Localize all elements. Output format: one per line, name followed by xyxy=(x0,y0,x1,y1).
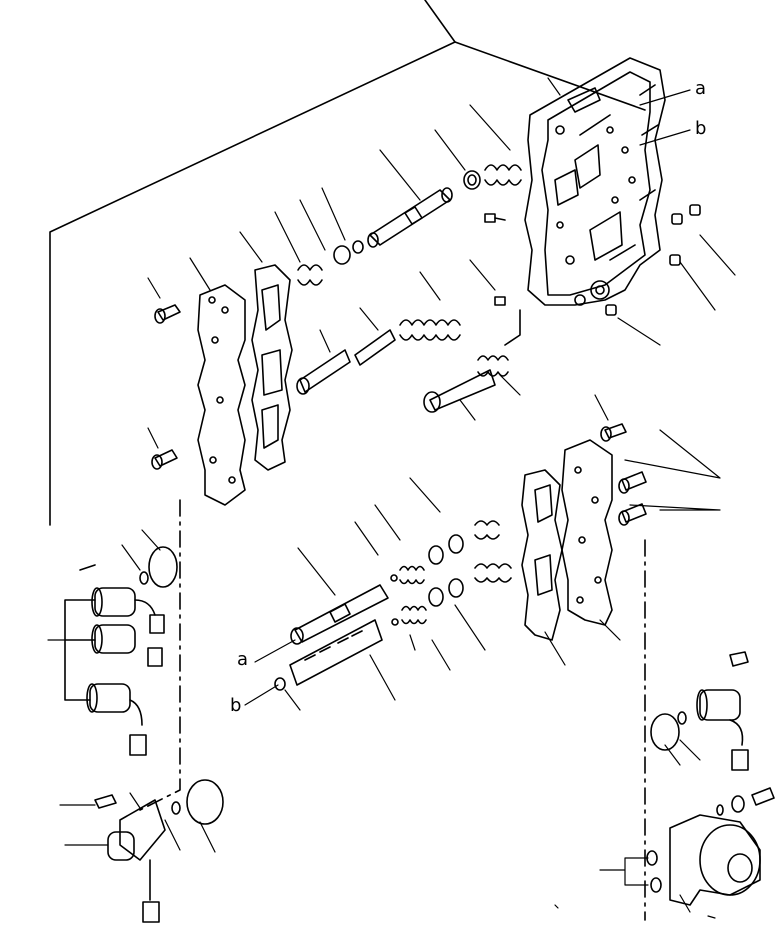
callout-b-lower: b xyxy=(230,695,242,716)
left-gasket xyxy=(251,264,293,471)
left-plate xyxy=(197,284,246,506)
leader-lines xyxy=(47,77,736,919)
callout-a-lower: a xyxy=(237,649,249,670)
lower-spool-set xyxy=(274,520,512,691)
body-bolts xyxy=(484,204,701,316)
right-solenoid-upper xyxy=(650,651,749,771)
lower-gasket xyxy=(521,469,563,641)
main-valve-body xyxy=(524,57,666,306)
right-solenoid-lower xyxy=(646,787,775,906)
assembly-frame xyxy=(49,0,646,921)
callout-a-upper: a xyxy=(695,78,707,99)
middle-spool-set xyxy=(296,309,521,413)
left-solenoid-group xyxy=(64,546,178,756)
callout-b-upper: b xyxy=(695,118,707,139)
upper-spool-set xyxy=(297,164,522,286)
bottom-left-solenoid xyxy=(94,779,224,923)
lower-plate-bolts xyxy=(600,423,647,526)
lower-plate xyxy=(561,439,613,626)
left-bolts xyxy=(151,304,181,470)
